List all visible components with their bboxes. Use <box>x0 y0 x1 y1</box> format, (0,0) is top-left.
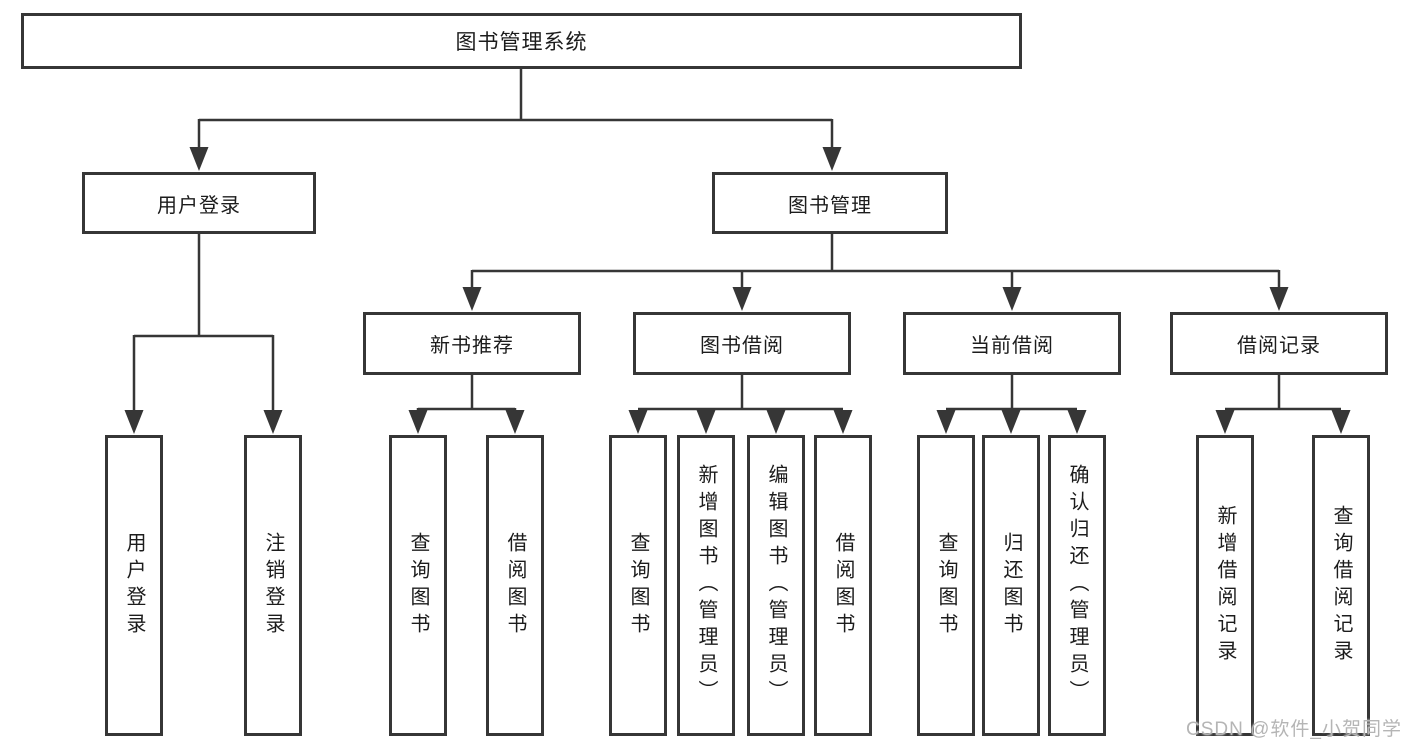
leaf-current-query-books-label: 查询图书 <box>935 531 957 640</box>
leaf-borrow-query-books-label: 查询图书 <box>627 531 649 640</box>
leaf-newbook-borrow-books-label: 借阅图书 <box>504 531 526 640</box>
leaf-edit-books-admin-label: 编辑图书（管理员） <box>765 464 787 707</box>
leaf-add-books-admin: 新增图书（管理员） <box>677 435 735 736</box>
node-new-book-recommend-label: 新书推荐 <box>430 335 514 357</box>
leaf-confirm-return-admin: 确认归还（管理员） <box>1048 435 1106 736</box>
edge-records-to-leaves <box>1215 375 1351 434</box>
leaf-confirm-return-admin-label: 确认归还（管理员） <box>1066 464 1088 707</box>
leaf-borrow-books-label: 借阅图书 <box>832 531 854 640</box>
edge-root-to-level2 <box>189 69 842 171</box>
node-current-borrow: 当前借阅 <box>903 312 1121 375</box>
node-book-management-label: 图书管理 <box>788 194 872 217</box>
node-book-borrow: 图书借阅 <box>633 312 851 375</box>
node-borrow-records-label: 借阅记录 <box>1237 335 1321 357</box>
node-current-borrow-label: 当前借阅 <box>970 335 1054 357</box>
edge-current-to-leaves <box>936 375 1087 434</box>
edge-user-login-to-leaves <box>124 234 283 434</box>
leaf-borrow-query-books: 查询图书 <box>609 435 667 736</box>
leaf-current-query-books: 查询图书 <box>917 435 975 736</box>
node-new-book-recommend: 新书推荐 <box>363 312 581 375</box>
leaf-query-borrow-record: 查询借阅记录 <box>1312 435 1370 736</box>
node-root-label: 图书管理系统 <box>455 31 588 54</box>
leaf-return-books: 归还图书 <box>982 435 1040 736</box>
leaf-user-login: 用户登录 <box>105 435 163 736</box>
edge-new-book-to-leaves <box>408 375 525 434</box>
leaf-add-borrow-record-label: 新增借阅记录 <box>1214 504 1236 667</box>
leaf-borrow-books: 借阅图书 <box>814 435 872 736</box>
leaf-newbook-query-books: 查询图书 <box>389 435 447 736</box>
leaf-edit-books-admin: 编辑图书（管理员） <box>747 435 805 736</box>
leaf-add-books-admin-label: 新增图书（管理员） <box>695 464 717 707</box>
node-user-login-label: 用户登录 <box>157 194 241 217</box>
edge-borrow-to-leaves <box>628 375 853 434</box>
node-user-login: 用户登录 <box>82 172 316 234</box>
edge-book-mgmt-to-level3 <box>462 234 1289 311</box>
node-book-management: 图书管理 <box>712 172 948 234</box>
leaf-logout-label: 注销登录 <box>262 531 284 640</box>
leaf-add-borrow-record: 新增借阅记录 <box>1196 435 1254 736</box>
leaf-newbook-borrow-books: 借阅图书 <box>486 435 544 736</box>
leaf-logout: 注销登录 <box>244 435 302 736</box>
leaf-return-books-label: 归还图书 <box>1000 531 1022 640</box>
node-book-borrow-label: 图书借阅 <box>700 335 784 357</box>
leaf-newbook-query-books-label: 查询图书 <box>407 531 429 640</box>
node-root-system: 图书管理系统 <box>21 13 1022 69</box>
node-borrow-records: 借阅记录 <box>1170 312 1388 375</box>
csdn-watermark: CSDN @软件_小贺同学 <box>1186 719 1402 740</box>
leaf-query-borrow-record-label: 查询借阅记录 <box>1330 504 1352 667</box>
leaf-user-login-label: 用户登录 <box>123 531 145 640</box>
